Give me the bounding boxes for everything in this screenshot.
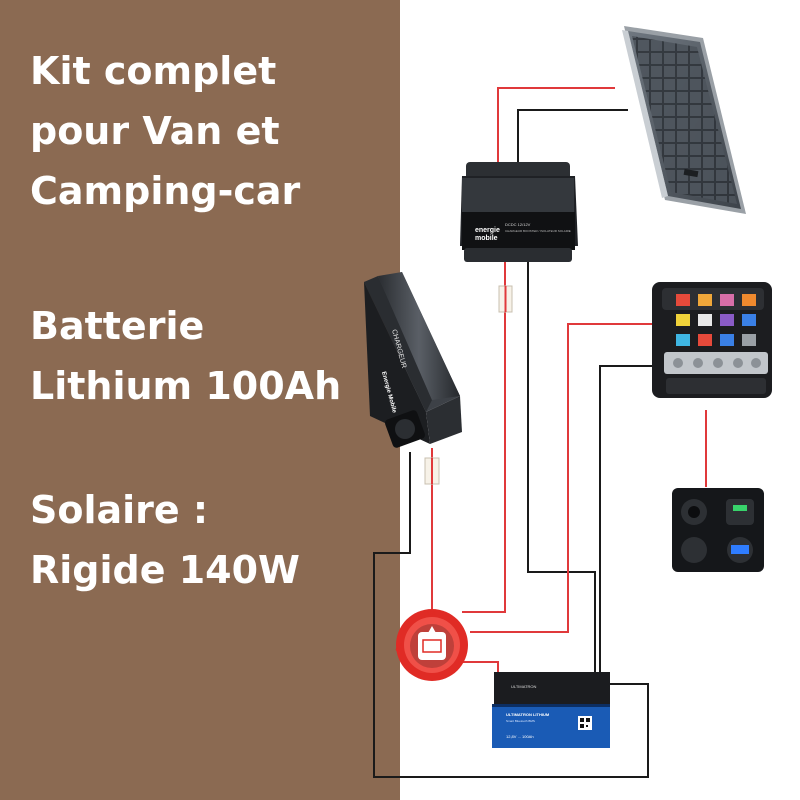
battery-label: ULTIMATRON LITHIUM — [506, 712, 550, 717]
headline-kit-line: Kit complet — [30, 49, 277, 93]
wires — [373, 87, 707, 778]
headline-solar: Solaire : Rigide 140W — [30, 480, 300, 600]
fuse-box — [652, 282, 772, 398]
socket-panel — [672, 488, 764, 572]
wire-red-solar — [497, 87, 615, 172]
headline-kit-line: pour Van et — [30, 109, 280, 153]
dcdc-brand-line1: energie — [475, 227, 500, 234]
wire-black-solar — [517, 109, 628, 165]
usb-icon — [726, 499, 754, 525]
wire-red-dcdc — [462, 262, 506, 613]
fan-icon — [395, 419, 415, 439]
headline-solar-line: Solaire : — [30, 488, 209, 532]
headline-kit: Kit complet pour Van et Camping-car — [30, 41, 300, 221]
battery-switch: ON OFF — [395, 609, 468, 681]
switch-off-label: OFF — [395, 641, 405, 653]
battery-spec: 12,8V ... 100Ah — [506, 734, 534, 739]
text-panel — [0, 0, 400, 800]
inline-fuse — [498, 285, 513, 313]
headline-kit-line: Camping-car — [30, 169, 301, 213]
headline-battery: Batterie Lithium 100Ah — [30, 296, 341, 416]
wire-red-switch — [462, 661, 499, 676]
wire-black-charger — [373, 452, 649, 778]
dcdc-brand-line2: mobile — [475, 235, 498, 242]
inline-fuse — [424, 457, 440, 485]
switch-icon — [681, 537, 707, 563]
dc-dc-charger: energie mobile DCDC 12/12V CHARGEUR BOOS… — [460, 162, 578, 262]
dcdc-subtitle: CHARGEUR BOOSTER / ISOLATEUR SOLAIRE — [505, 229, 571, 233]
wire-black-fusebox — [599, 365, 666, 676]
battery-charger: CHARGEUR Energie Mobile — [364, 272, 462, 448]
battery-sublabel: Smart Bluetooth BMS — [506, 719, 535, 723]
battery-title: ULTIMATRON — [511, 684, 537, 689]
wire-black-dcdc — [527, 262, 596, 676]
headline-battery-line: Lithium 100Ah — [30, 364, 342, 408]
headline-battery-line: Batterie — [30, 304, 205, 348]
wire-red-fusebox — [470, 323, 655, 633]
switch-on-label: ON — [427, 611, 436, 617]
dcdc-model: DCDC 12/12V — [505, 222, 531, 227]
solar-panel — [622, 26, 746, 214]
lithium-battery: ULTIMATRON ULTIMATRON LITHIUM Smart Blue… — [492, 672, 610, 748]
headline-solar-line: Rigide 140W — [30, 548, 300, 592]
